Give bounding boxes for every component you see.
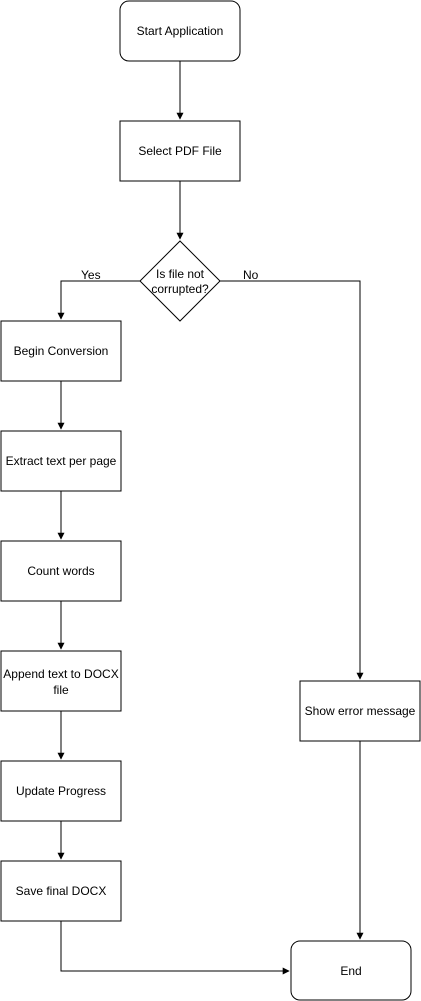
node-show-error-message: Show error message [299,680,421,742]
edge-decision-yes [57,280,140,320]
node-extract-text-label: Extract text per page [6,454,117,468]
edges [57,61,364,975]
node-update-progress-label: Update Progress [16,784,106,798]
node-extract-text: Extract text per page [0,430,122,492]
node-save-final-docx: Save final DOCX [0,860,122,922]
node-count-words-label: Count words [27,564,94,578]
node-append-label-line2: file [53,683,69,697]
node-decision-file-corrupted: Is file not corrupted? [139,240,221,322]
node-start-application: Start Application [119,0,241,62]
edge-decision-no [220,280,364,680]
node-save-docx-label: Save final DOCX [16,884,107,898]
node-begin-conversion: Begin Conversion [0,320,122,382]
node-show-error-label: Show error message [305,704,416,718]
node-decision-label-line1: Is file not [156,267,205,281]
node-append-label-line1: Append text to DOCX [3,667,118,681]
node-start-label: Start Application [137,24,224,38]
node-end: End [290,940,412,1001]
node-select-pdf-label: Select PDF File [138,144,222,158]
node-decision-label-line2: corrupted? [151,282,209,296]
edge-save-to-end [60,921,290,975]
edge-label-no: No [243,268,259,282]
node-append-text-docx: Append text to DOCX file [0,650,122,712]
node-begin-conversion-label: Begin Conversion [14,344,109,358]
edge-label-yes: Yes [81,268,101,282]
node-update-progress: Update Progress [0,760,122,822]
node-end-label: End [340,964,361,978]
node-select-pdf-file: Select PDF File [119,120,241,182]
node-count-words: Count words [0,540,122,602]
